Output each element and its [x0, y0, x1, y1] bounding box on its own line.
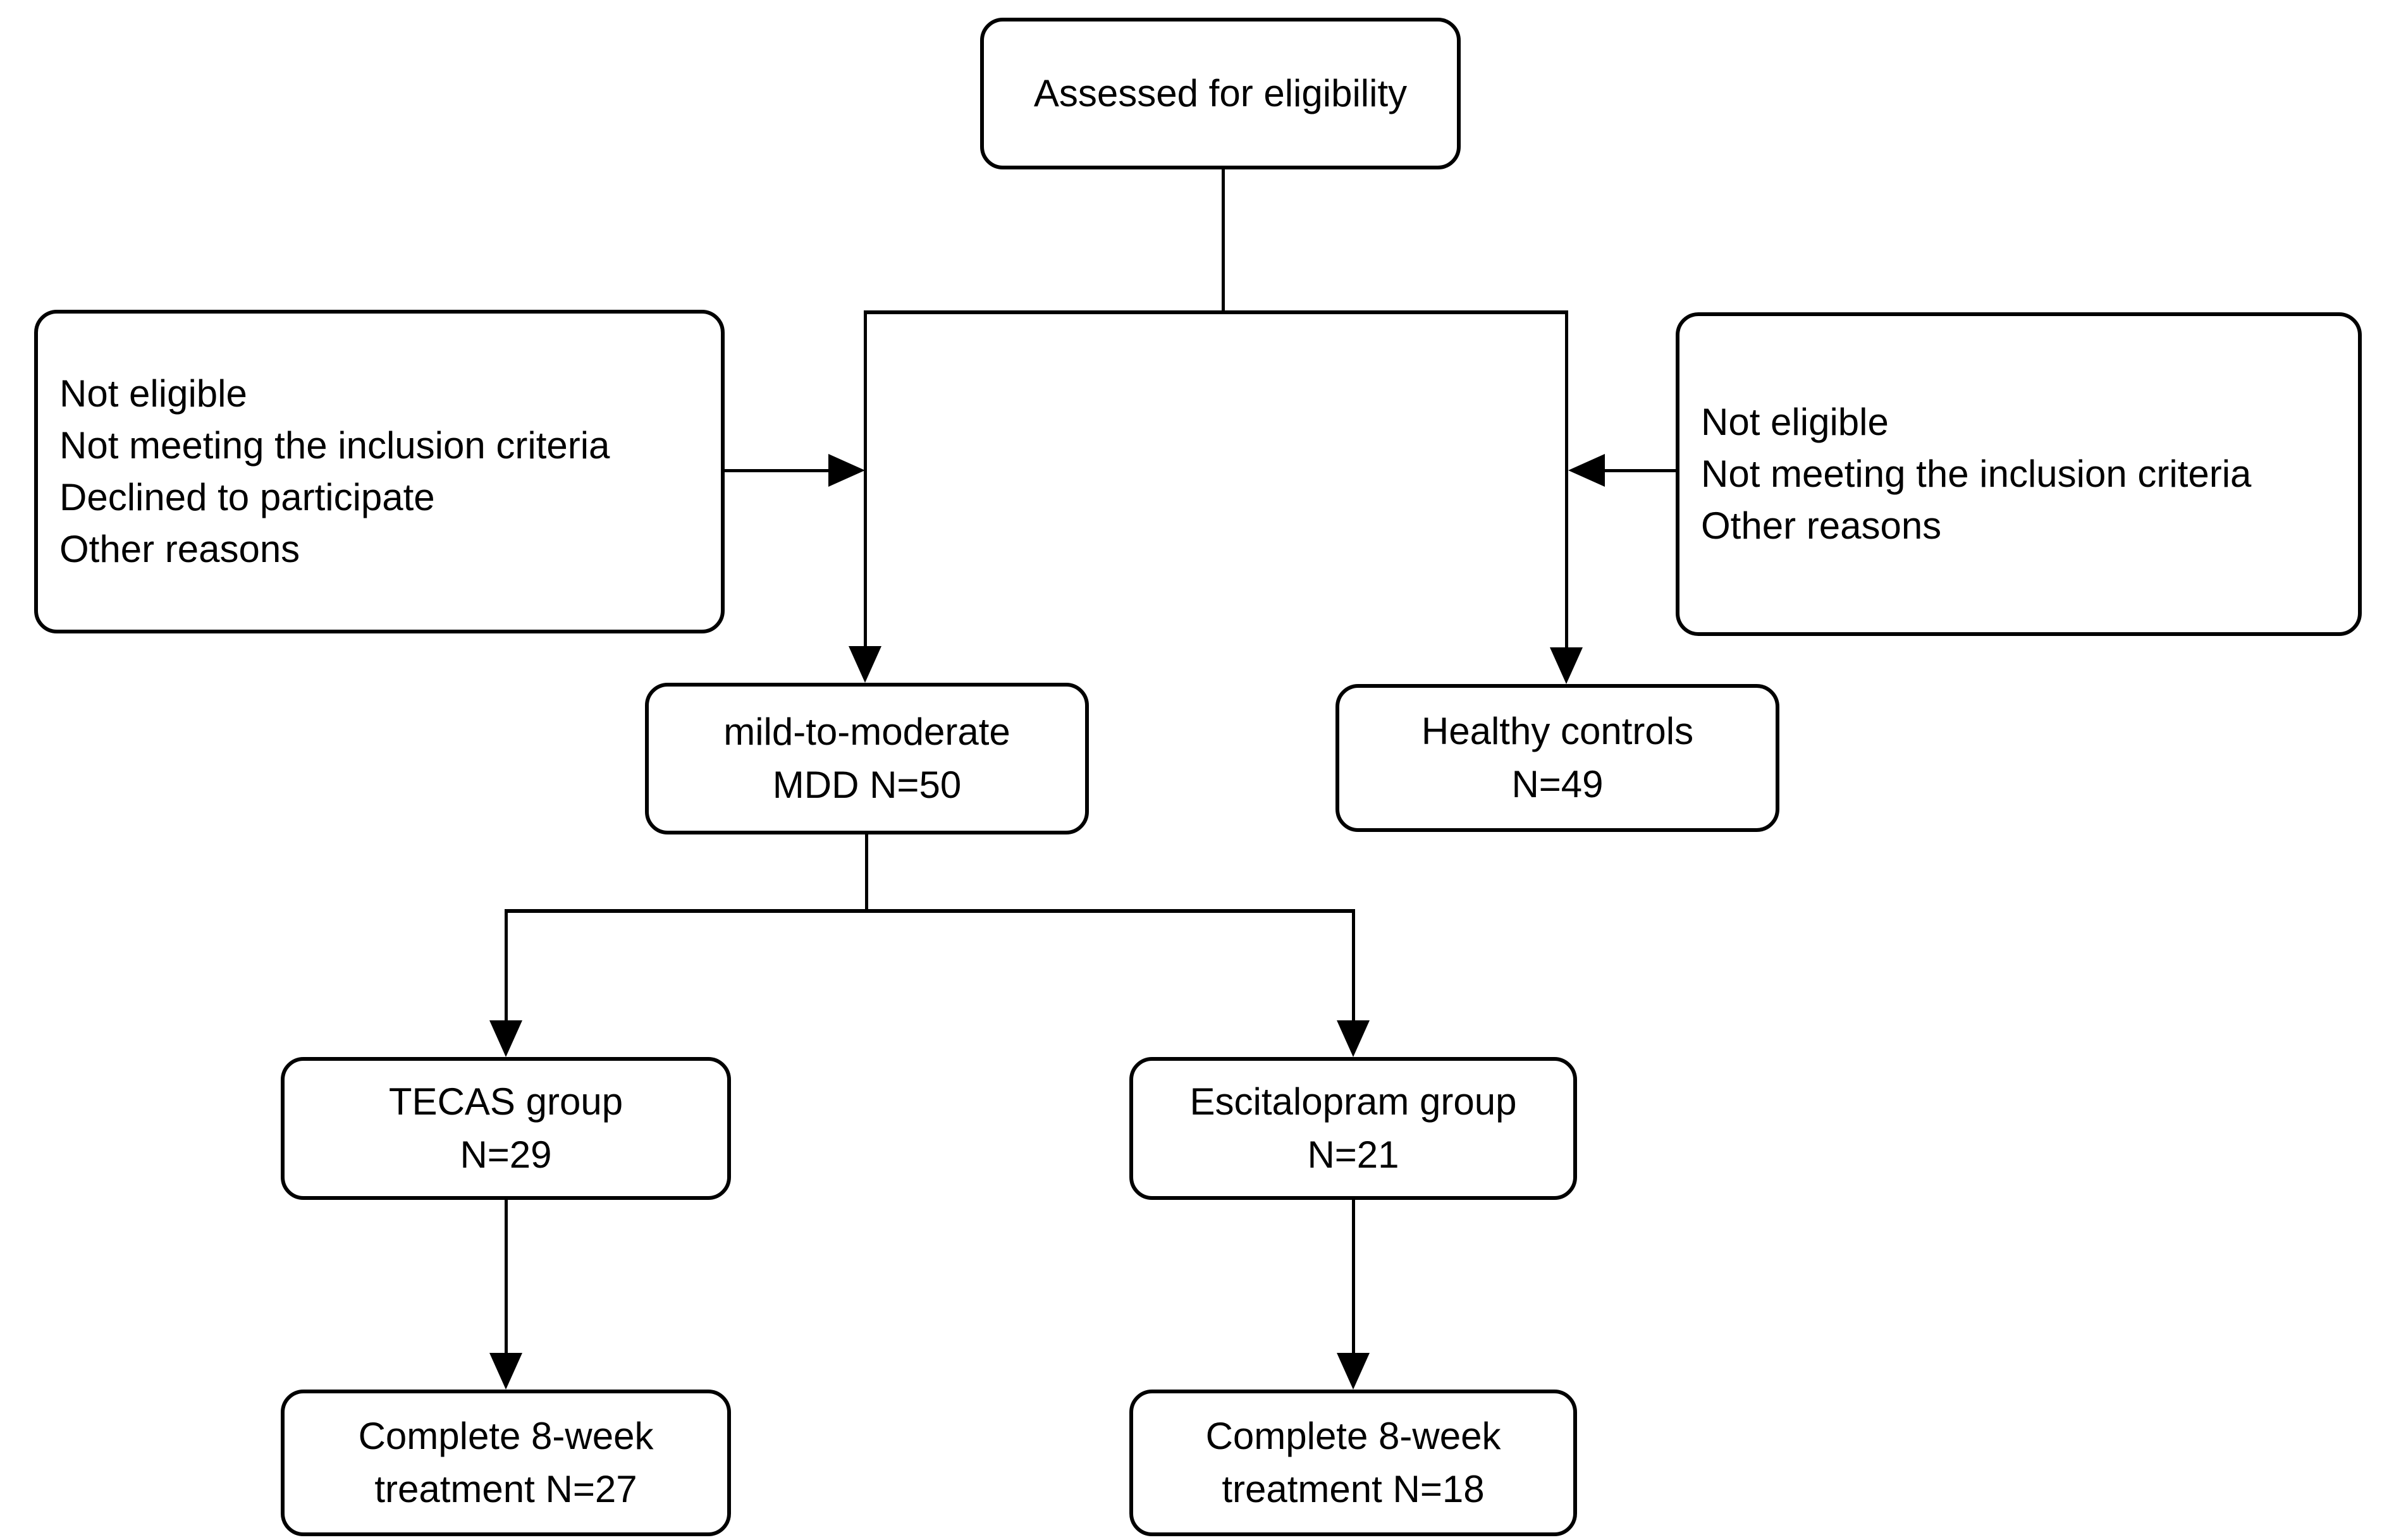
arrowhead-into-complete-tecas-box	[489, 1353, 522, 1390]
connector-drop-tecas	[505, 909, 508, 1022]
healthy-controls-line: N=49	[1511, 763, 1604, 805]
escitalopram-group-box: Escitalopram group N=21	[1129, 1057, 1577, 1200]
mdd-box-line: MDD N=50	[772, 764, 962, 806]
arrowhead-into-healthy-box	[1550, 647, 1583, 684]
arrowhead-into-complete-escitalopram-box	[1337, 1353, 1370, 1390]
mdd-box-line: mild-to-moderate	[723, 711, 1010, 753]
arrowhead-into-mdd-box	[849, 646, 881, 683]
connector-split-horizontal	[864, 310, 1568, 314]
tecas-group-line: N=29	[460, 1134, 552, 1176]
arrowhead-left-noteligible	[828, 454, 865, 487]
arrowhead-into-escitalopram-box	[1337, 1020, 1370, 1057]
tecas-group-box: TECAS group N=29	[281, 1057, 731, 1200]
connector-left-noteligible-arrow	[725, 469, 831, 472]
connector-lower-split-horizontal	[505, 909, 1354, 913]
connector-tecas-to-complete	[505, 1199, 508, 1354]
tecas-group-line: TECAS group	[388, 1080, 623, 1123]
not-eligible-left-line: Declined to participate	[59, 476, 435, 518]
connector-right-noteligible-arrow	[1603, 469, 1676, 472]
arrowhead-right-noteligible	[1568, 454, 1605, 487]
complete-treatment-escitalopram-box: Complete 8-week treatment N=18	[1129, 1390, 1577, 1536]
connector-mdd-to-lowersplit	[865, 833, 868, 910]
escitalopram-group-line: N=21	[1307, 1134, 1399, 1176]
connector-left-drop	[864, 310, 867, 646]
healthy-controls-line: Healthy controls	[1421, 710, 1694, 752]
not-eligible-left-line: Other reasons	[59, 528, 300, 570]
not-eligible-right-line: Not meeting the inclusion criteria	[1701, 453, 2252, 495]
not-eligible-left-line: Not eligible	[59, 372, 247, 415]
connector-right-drop	[1565, 310, 1568, 647]
assessed-for-eligibility-label: Assessed for eligibility	[1033, 72, 1408, 114]
complete-treatment-tecas-line: treatment N=27	[374, 1468, 637, 1510]
escitalopram-group-line: Escitalopram group	[1189, 1080, 1517, 1123]
not-eligible-left-line: Not meeting the inclusion criteria	[59, 424, 610, 467]
connector-drop-escitalopram	[1352, 909, 1355, 1022]
healthy-controls-box: Healthy controls N=49	[1335, 684, 1779, 832]
assessed-for-eligibility-box: Assessed for eligibility	[980, 18, 1461, 169]
mdd-box: mild-to-moderate MDD N=50	[645, 683, 1089, 834]
complete-treatment-tecas-line: Complete 8-week	[358, 1415, 654, 1457]
complete-treatment-escitalopram-line: Complete 8-week	[1205, 1415, 1501, 1457]
arrowhead-into-tecas-box	[489, 1020, 522, 1057]
connector-escitalopram-to-complete	[1352, 1199, 1355, 1354]
not-eligible-left-box: Not eligible Not meeting the inclusion c…	[34, 310, 725, 633]
not-eligible-right-line: Other reasons	[1701, 504, 1942, 547]
not-eligible-right-box: Not eligible Not meeting the inclusion c…	[1676, 312, 2362, 636]
connector-assessed-to-split	[1222, 168, 1225, 312]
complete-treatment-escitalopram-line: treatment N=18	[1222, 1468, 1485, 1510]
complete-treatment-tecas-box: Complete 8-week treatment N=27	[281, 1390, 731, 1536]
not-eligible-right-line: Not eligible	[1701, 401, 1889, 443]
